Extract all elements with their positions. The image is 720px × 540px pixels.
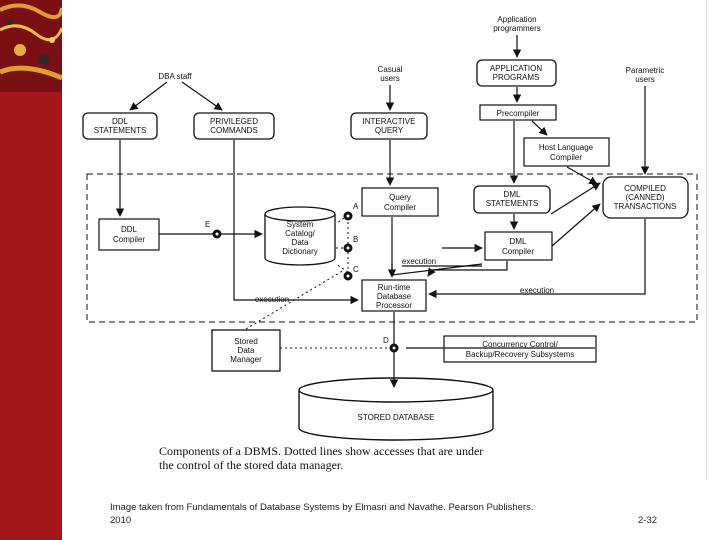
box-compiled-transactions-line2: (CANNED) xyxy=(625,193,664,202)
box-privileged-commands: PRIVILEGED COMMANDS xyxy=(193,112,275,140)
box-ddl-compiler: DDL Compiler xyxy=(98,218,160,251)
box-interactive-query: INTERACTIVE QUERY xyxy=(350,112,428,140)
box-host-language-compiler: Host Language Compiler xyxy=(523,137,610,167)
actor-dba-staff: DBA staff xyxy=(158,72,192,81)
box-system-catalog-line4: Dictionary xyxy=(282,247,318,256)
box-interactive-query-line2: QUERY xyxy=(375,126,404,135)
box-stored-data-manager-line1: Stored xyxy=(234,337,258,346)
box-stored-data-manager: Stored Data Manager xyxy=(211,329,281,372)
actor-app-programmers-line1: Application xyxy=(497,15,536,24)
box-runtime-processor-line2: Database xyxy=(377,292,412,301)
box-compiled-transactions-line1: COMPILED xyxy=(624,184,666,193)
edge-label-execution-transactions: execution xyxy=(520,286,554,295)
access-point-b: B xyxy=(343,235,358,253)
access-point-d: D xyxy=(383,336,399,353)
box-ddl-statements: DDL STATEMENTS xyxy=(82,112,158,140)
actor-casual-users-line1: Casual xyxy=(378,65,403,74)
box-runtime-processor-line3: Processor xyxy=(376,301,412,310)
edge-label-execution-dml: execution xyxy=(402,257,436,266)
box-system-catalog-line1: System xyxy=(287,220,314,229)
box-stored-database: STORED DATABASE xyxy=(298,377,494,441)
box-host-language-compiler-line1: Host Language xyxy=(539,143,594,152)
box-ddl-statements-line2: STATEMENTS xyxy=(94,126,147,135)
box-runtime-processor: Run-time Database Processor xyxy=(361,279,427,312)
right-margin xyxy=(706,0,720,480)
figure-caption-line1: Components of a DBMS. Dotted lines show … xyxy=(159,444,483,458)
edge-label-execution-privileged: execution xyxy=(255,295,289,304)
image-credit: Image taken from Fundamentals of Databas… xyxy=(110,502,534,513)
box-system-catalog-line2: Catalog/ xyxy=(285,229,316,238)
access-point-e-label: E xyxy=(205,220,210,229)
slide-number: 2-32 xyxy=(638,515,658,526)
box-application-programs: APPLICATION PROGRAMS xyxy=(476,59,557,87)
box-compiled-transactions: COMPILED (CANNED) TRANSACTIONS xyxy=(602,176,689,219)
box-query-compiler-line2: Compiler xyxy=(384,203,416,212)
actor-app-programmers-line2: programmers xyxy=(493,24,541,33)
box-host-language-compiler-line2: Compiler xyxy=(550,153,582,162)
box-ddl-compiler-line2: Compiler xyxy=(113,235,145,244)
figure-caption-line2: the control of the stored data manager. xyxy=(159,458,343,472)
actor-casual-users-line2: users xyxy=(380,74,400,83)
access-point-d-label: D xyxy=(383,336,389,345)
box-concurrency-control: Concurrency Control/ Backup/Recovery Sub… xyxy=(443,335,597,363)
footer-area xyxy=(62,480,720,540)
box-ddl-compiler-line1: DDL xyxy=(121,225,138,234)
box-precompiler: Precompiler xyxy=(479,104,557,121)
access-point-c: C xyxy=(343,265,359,281)
dbms-components-figure: DBA staff Casual users Application progr… xyxy=(62,0,706,480)
box-dml-compiler-line2: Compiler xyxy=(502,247,534,256)
actor-casual-users: Casual users xyxy=(378,65,403,83)
box-system-catalog: System Catalog/ Data Dictionary xyxy=(264,206,336,266)
box-stored-data-manager-line3: Manager xyxy=(230,355,262,364)
box-stored-data-manager-line2: Data xyxy=(238,346,255,355)
box-application-programs-line1: APPLICATION xyxy=(490,64,543,73)
decorative-left-band xyxy=(0,0,62,540)
decorative-pattern xyxy=(0,0,62,92)
box-privileged-commands-line2: COMMANDS xyxy=(210,126,258,135)
box-dml-compiler: DML Compiler xyxy=(484,231,553,261)
box-stored-database-label: STORED DATABASE xyxy=(358,413,435,422)
box-concurrency-control-line2: Backup/Recovery Subsystems xyxy=(466,350,575,359)
access-point-b-label: B xyxy=(353,235,358,244)
access-point-a: A xyxy=(343,202,359,221)
actor-parametric-users: Parametric users xyxy=(626,66,665,84)
access-point-a-label: A xyxy=(353,202,359,211)
box-privileged-commands-line1: PRIVILEGED xyxy=(210,117,258,126)
actor-dba-staff-label: DBA staff xyxy=(158,72,192,81)
box-dml-statements: DML STATEMENTS xyxy=(473,185,551,214)
box-dml-statements-line2: STATEMENTS xyxy=(486,199,539,208)
box-compiled-transactions-line3: TRANSACTIONS xyxy=(614,202,677,211)
box-query-compiler: Query Compiler xyxy=(361,187,439,217)
box-query-compiler-line1: Query xyxy=(389,193,411,202)
box-system-catalog-line3: Data xyxy=(292,238,309,247)
box-interactive-query-line1: INTERACTIVE xyxy=(363,117,416,126)
actor-parametric-users-line1: Parametric xyxy=(626,66,665,75)
box-dml-compiler-line1: DML xyxy=(510,237,527,246)
dbms-boundary xyxy=(86,173,698,323)
access-point-c-label: C xyxy=(353,265,359,274)
actor-parametric-users-line2: users xyxy=(635,75,655,84)
actor-application-programmers: Application programmers xyxy=(493,15,541,33)
box-ddl-statements-line1: DDL xyxy=(112,117,129,126)
box-concurrency-control-line1: Concurrency Control/ xyxy=(482,340,558,349)
box-application-programs-line2: PROGRAMS xyxy=(493,73,540,82)
access-point-e: E xyxy=(205,220,222,239)
box-runtime-processor-line1: Run-time xyxy=(378,283,411,292)
box-precompiler-label: Precompiler xyxy=(497,109,540,118)
box-dml-statements-line1: DML xyxy=(504,190,521,199)
image-credit-year: 2010 xyxy=(110,515,132,526)
